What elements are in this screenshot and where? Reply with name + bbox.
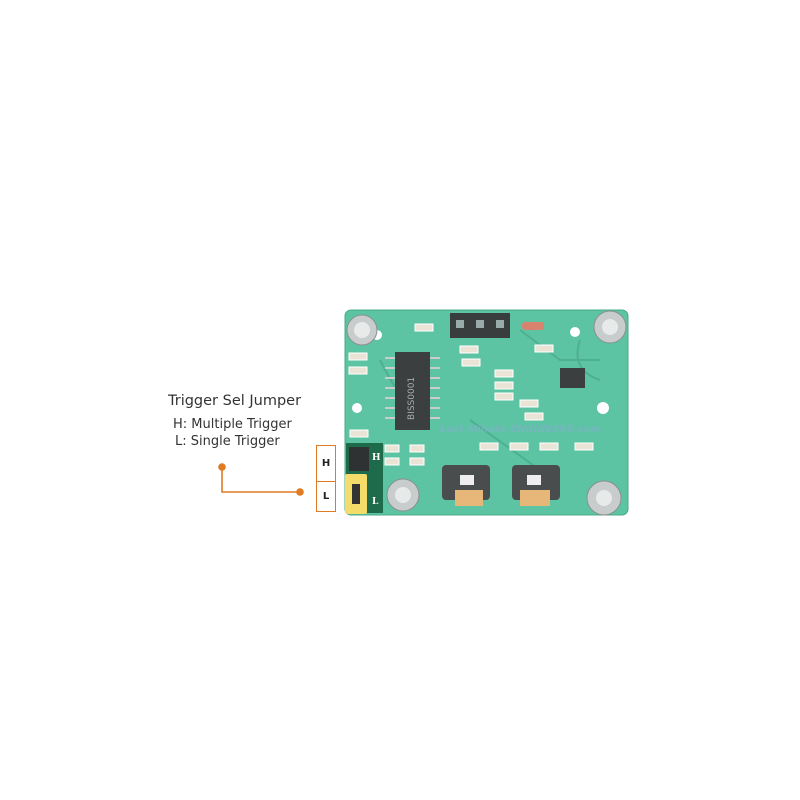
chip-label: BISS0001 [407, 377, 417, 420]
sensitivity-potentiometer [442, 465, 490, 506]
silk-h: H [372, 453, 381, 463]
time-delay-potentiometer [512, 465, 560, 506]
silk-l: L [372, 497, 379, 507]
capacitor [386, 478, 420, 512]
biss0001-chip: BISS0001 [385, 352, 440, 430]
annotation-h-desc: H: Multiple Trigger [173, 417, 292, 432]
leader-line [218, 463, 304, 496]
label-box-l: L [316, 481, 336, 512]
label-box-h: H [316, 445, 336, 482]
capacitor [593, 310, 627, 344]
annotation-title: Trigger Sel Jumper [168, 393, 302, 409]
annotation-l-desc: L: Single Trigger [175, 434, 280, 449]
capacitor [586, 480, 622, 516]
capacitor [346, 314, 378, 346]
pir-board: BISS0001 Last Minute ENGINEERS.com H L [344, 309, 629, 516]
watermark: Last Minute ENGINEERS.com [440, 424, 601, 435]
trigger-jumper: H L [345, 443, 383, 514]
